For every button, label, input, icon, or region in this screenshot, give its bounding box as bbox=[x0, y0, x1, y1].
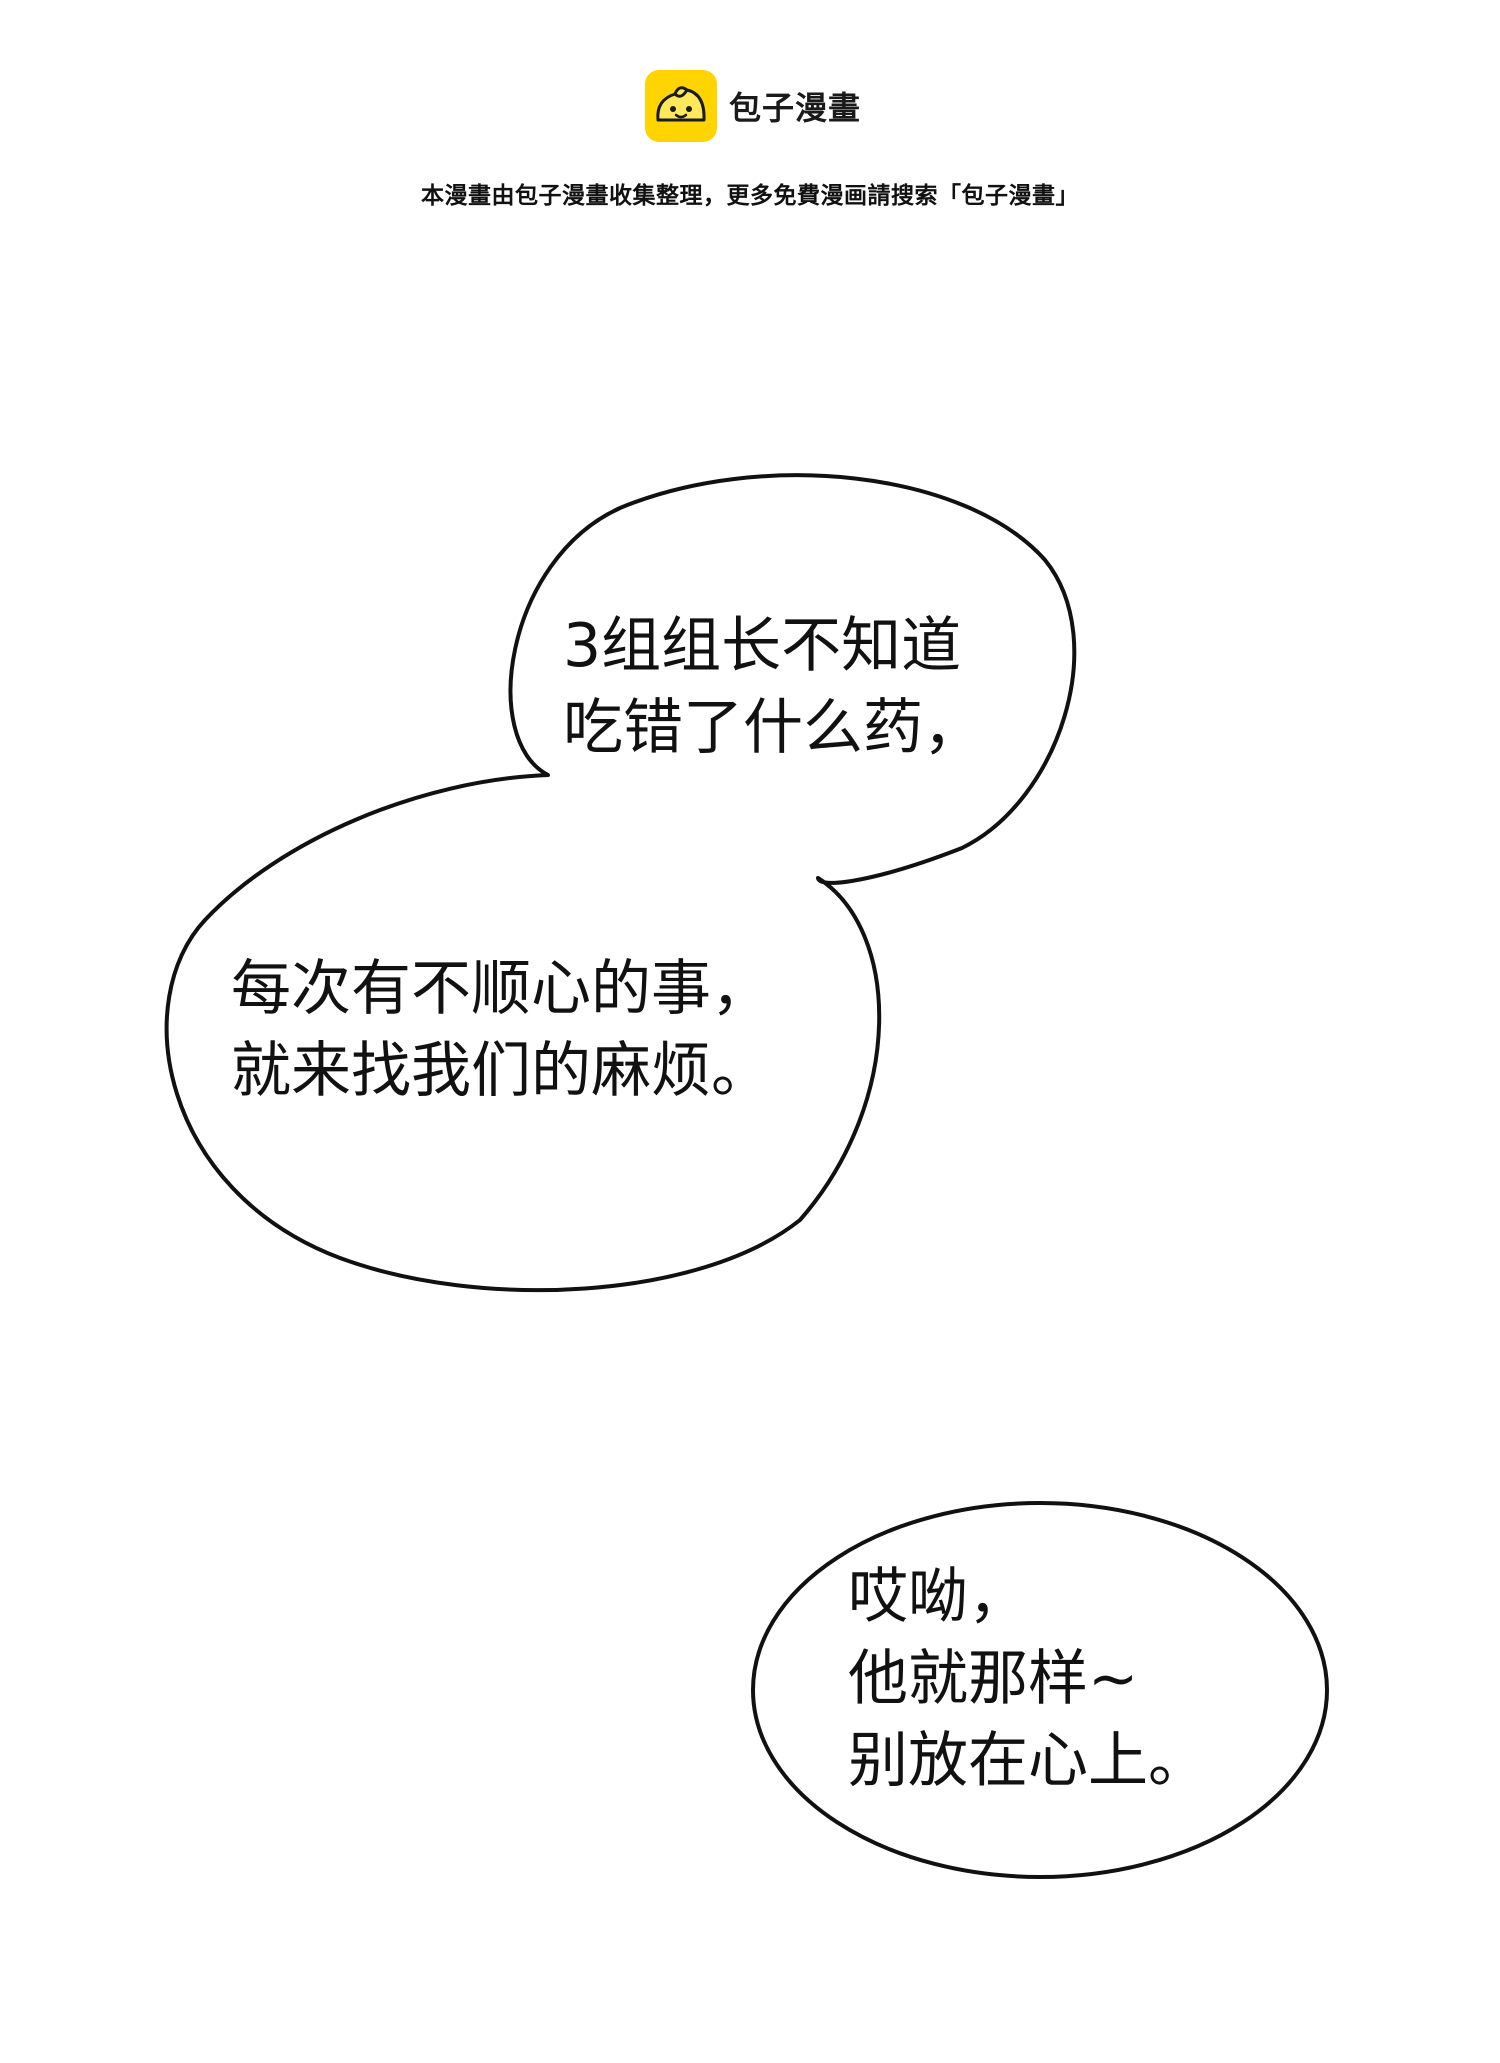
bubble-1-line-2: 吃错了什么药， bbox=[563, 693, 983, 763]
speech-bubble-upper bbox=[164, 473, 1077, 1293]
bubble-text-3: 哎呦， 他就那样~ 别放在心上。 bbox=[848, 1556, 1208, 1802]
steamed-bun-icon bbox=[645, 70, 717, 142]
bubble-3-line-3: 别放在心上。 bbox=[848, 1726, 1208, 1796]
logo-text: 包子漫畫 bbox=[729, 89, 862, 127]
bubble-2-line-2: 就来找我们的麻烦。 bbox=[231, 1036, 771, 1106]
speech-bubble-lower bbox=[751, 1501, 1329, 1879]
bubble-1-line-1: 3组组长不知道 bbox=[563, 611, 962, 681]
bubble-3-line-2: 他就那样~ bbox=[848, 1644, 1139, 1714]
bubble-2-line-1: 每次有不顺心的事， bbox=[231, 954, 771, 1024]
bubble-text-1: 3组组长不知道 吃错了什么药， bbox=[563, 605, 983, 769]
bubble-text-2: 每次有不顺心的事， 就来找我们的麻烦。 bbox=[231, 948, 771, 1112]
watermark-notice: 本漫畫由包子漫畫收集整理，更多免費漫画請搜索「包子漫畫」 bbox=[421, 183, 1079, 209]
bubble-3-line-1: 哎呦， bbox=[848, 1562, 1028, 1632]
logo: 包子漫畫 bbox=[645, 70, 861, 142]
watermark-header: 包子漫畫 本漫畫由包子漫畫收集整理，更多免費漫画請搜索「包子漫畫」 bbox=[0, 0, 1500, 230]
